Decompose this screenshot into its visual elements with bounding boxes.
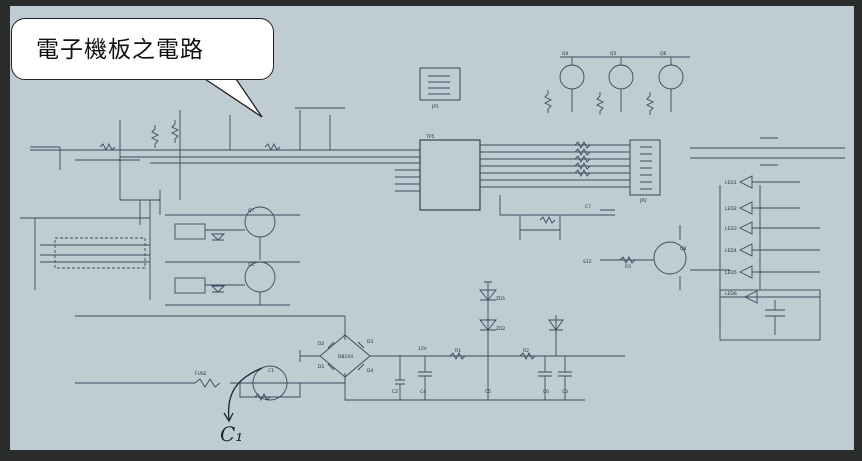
callout-text: 電子機板之電路: [36, 37, 204, 63]
fuse-symbol: [194, 378, 221, 388]
wire-q8: [600, 225, 730, 290]
relay-2: [174, 277, 206, 294]
ground-symbols: [395, 281, 550, 401]
transistor-q8: [653, 241, 687, 275]
resistor-supply: [449, 351, 536, 361]
zener-column: [479, 282, 564, 400]
label-ic-main: TP5: [425, 134, 434, 140]
label-r2: R2: [523, 348, 529, 354]
transistor-q5: [608, 64, 634, 90]
wire-top-bus: [30, 149, 420, 164]
label-led1: LED1: [725, 180, 737, 186]
label-c7: C7: [585, 204, 591, 210]
wire-ac-top: [75, 315, 346, 340]
ic-pins-right: [480, 144, 630, 188]
annotation-arrow: [227, 367, 263, 421]
label-d3: D3: [367, 339, 373, 345]
led-bottom-box: [719, 289, 821, 341]
label-z1: ZD1: [496, 296, 506, 302]
wire-left-bundle: [20, 200, 151, 300]
resistor-r-top3: [150, 125, 160, 148]
label-q1: Q1: [248, 262, 255, 268]
transistor-q4: [559, 64, 585, 90]
callout-tail: [204, 78, 263, 118]
label-c5: C5: [485, 389, 491, 395]
relay-1: [174, 223, 206, 240]
transistor-q6: [658, 64, 684, 90]
wire-c1-leads: [239, 382, 301, 402]
label-led5: LED5: [725, 270, 737, 276]
label-q4: Q4: [562, 51, 569, 57]
label-fuse: FUSE: [195, 371, 207, 377]
cap-led-box: [765, 300, 785, 335]
callout-box: [11, 18, 274, 80]
connector-jp2: [629, 139, 661, 196]
label-q8: Q8: [680, 246, 687, 252]
ic-pins-left: [395, 149, 420, 192]
label-led2: LED2: [725, 206, 737, 212]
label-led4: LED4: [725, 248, 737, 254]
jp1-pins: [428, 75, 450, 95]
label-d2: D2: [318, 341, 324, 347]
label-r3: R3: [625, 264, 631, 270]
label-d1: D1: [318, 364, 324, 370]
annotation-arrowhead: [223, 412, 234, 423]
label-12v: 12V: [418, 346, 428, 352]
wire-dc-ground: [344, 377, 585, 401]
connector-jp1: [419, 67, 461, 101]
ic-main: [419, 139, 481, 211]
label-jp2: JP2: [639, 198, 647, 204]
label-c2: C2: [392, 389, 398, 395]
label-z2: ZD2: [496, 326, 506, 332]
resistor-q-base: [543, 90, 655, 115]
wire-transformer: [120, 190, 161, 225]
label-led3: LED3: [725, 226, 737, 232]
wire-dc-rail: [299, 350, 625, 362]
label-c4: C4: [420, 389, 426, 395]
cap-mid: [600, 209, 615, 216]
label-d4: D4: [367, 368, 373, 374]
label-r1: R1: [455, 348, 461, 354]
wire-cap-stack: [119, 110, 331, 200]
wire-q-rail: [560, 56, 690, 112]
label-c1: C1: [268, 368, 274, 374]
label-q6: Q6: [660, 51, 667, 57]
label-jp1: JP1: [431, 104, 439, 110]
wire-ac-bottom: [75, 373, 346, 384]
label-s12: S12: [583, 259, 592, 265]
label-c6: C6: [543, 389, 549, 395]
label-q7: Q7: [248, 208, 255, 214]
resistor-r-top1: [99, 142, 116, 152]
label-bridge: DB104: [338, 354, 353, 360]
label-led6: LED6: [725, 291, 737, 297]
wire-left-input: [30, 146, 140, 170]
capacitors-supply: [395, 356, 572, 400]
resistor-r-top4: [170, 120, 180, 143]
diode-relay: [210, 233, 226, 293]
annotation-c1-label: C₁: [220, 422, 244, 446]
wire-relay-rails: [165, 214, 300, 306]
led-column: [720, 175, 820, 304]
wire-mid-bottom: [499, 195, 600, 240]
jp2-pins: [640, 146, 652, 190]
resistor-r-top2: [264, 142, 281, 152]
label-q5: Q5: [610, 51, 617, 57]
label-c3: C3: [562, 389, 568, 395]
wire-right-switch: [690, 137, 845, 166]
connector-left: [54, 237, 146, 269]
bridge-diodes: [327, 341, 365, 371]
resistor-array: [574, 140, 591, 178]
